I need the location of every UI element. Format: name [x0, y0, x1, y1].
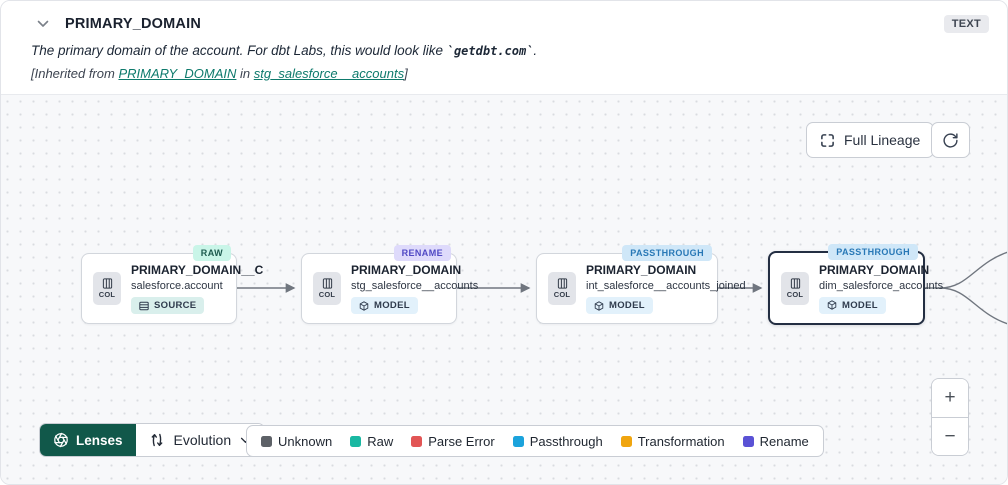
resource-label: MODEL — [374, 300, 410, 311]
legend-swatch — [350, 435, 362, 447]
zoom-in-button[interactable]: + — [932, 379, 968, 417]
node-column-name: PRIMARY_DOMAIN — [586, 263, 697, 277]
aperture-icon — [54, 432, 68, 448]
description-text: The primary domain of the account. For d… — [31, 43, 447, 58]
lens-dropdown[interactable]: Evolution — [135, 424, 265, 456]
description-code: `getdbt.com` — [446, 44, 534, 58]
resource-label: SOURCE — [154, 300, 197, 311]
column-chip: COL — [313, 272, 341, 305]
column-chip: COL — [781, 271, 809, 305]
legend-item-unknown: Unknown — [261, 434, 332, 449]
lens-badge-passthrough: PASSTHROUGH — [828, 244, 918, 260]
lineage-node-dim-salesforce-accounts[interactable]: PASSTHROUGH COL PRIMARY_DOMAIN dim_sales… — [768, 244, 943, 325]
legend-swatch — [261, 435, 272, 447]
inherited-column-link[interactable]: PRIMARY_DOMAIN — [118, 66, 237, 81]
node-column-name: PRIMARY_DOMAIN — [351, 263, 462, 277]
header: PRIMARY_DOMAIN TEXT The primary domain o… — [1, 1, 1007, 94]
column-icon — [102, 278, 112, 289]
model-icon — [594, 300, 604, 311]
node-model-name: dim_salesforce_accounts — [819, 279, 944, 292]
resource-label: MODEL — [609, 300, 645, 311]
column-icon — [557, 278, 567, 289]
column-chip-label: COL — [98, 290, 116, 299]
source-icon — [139, 301, 149, 310]
inherited-prefix: [Inherited from — [31, 66, 119, 81]
lineage-canvas[interactable]: Full Lineage RAW COL PRIMARY_DOMAIN__C s… — [1, 94, 1007, 484]
legend-item-passthrough: Passthrough — [512, 434, 603, 449]
column-type-badge: TEXT — [943, 15, 989, 33]
lineage-node-int-salesforce-accounts-joined[interactable]: PASSTHROUGH COL PRIMARY_DOMAIN int_sales… — [536, 245, 746, 324]
column-chip: COL — [548, 272, 576, 305]
resource-badge-model: MODEL — [819, 296, 886, 314]
inherited-middle: in — [236, 66, 254, 81]
lens-legend: Unknown Raw Parse Error Passthrough Tran… — [246, 425, 824, 457]
lens-badge-raw: RAW — [192, 245, 231, 261]
legend-item-rename: Rename — [742, 434, 809, 449]
legend-swatch — [620, 435, 632, 447]
zoom-out-button[interactable]: − — [932, 417, 968, 455]
resource-badge-source: SOURCE — [131, 297, 205, 314]
resource-badge-model: MODEL — [351, 297, 418, 314]
refresh-icon — [943, 132, 958, 148]
column-chip-label: COL — [786, 289, 804, 299]
resource-label: MODEL — [842, 299, 878, 311]
legend-swatch — [512, 435, 524, 447]
column-title: PRIMARY_DOMAIN — [65, 16, 201, 32]
lens-badge-passthrough: PASSTHROUGH — [622, 245, 712, 261]
description-suffix: . — [533, 43, 538, 58]
legend-swatch — [742, 435, 754, 447]
evolution-icon — [151, 433, 162, 447]
column-description: The primary domain of the account. For d… — [31, 43, 989, 58]
node-model-name: int_salesforce__accounts_joined — [586, 280, 746, 292]
lenses-button[interactable]: Lenses — [40, 424, 136, 456]
legend-item-raw: Raw — [350, 434, 393, 449]
inherited-suffix: ] — [404, 66, 408, 81]
lineage-node-salesforce-account[interactable]: RAW COL PRIMARY_DOMAIN__C salesforce.acc… — [81, 245, 263, 324]
lens-dropdown-value: Evolution — [173, 432, 232, 448]
legend-item-parse-error: Parse Error — [411, 434, 495, 449]
legend-item-transformation: Transformation — [620, 434, 725, 449]
lineage-node-stg-salesforce-accounts[interactable]: RENAME COL PRIMARY_DOMAIN stg_salesforce… — [301, 245, 478, 324]
column-chip: COL — [93, 272, 121, 305]
model-icon — [827, 300, 837, 310]
inherited-model-link[interactable]: stg_salesforce__accounts — [253, 66, 405, 81]
node-column-name: PRIMARY_DOMAIN — [819, 262, 930, 277]
full-lineage-button[interactable]: Full Lineage — [806, 122, 935, 158]
node-model-name: stg_salesforce__accounts — [351, 280, 479, 292]
zoom-controls: + − — [931, 378, 969, 456]
collapse-chevron-icon[interactable] — [33, 14, 53, 34]
lenses-label: Lenses — [76, 432, 123, 448]
legend-swatch — [411, 435, 423, 447]
node-column-name: PRIMARY_DOMAIN__C — [131, 263, 264, 277]
resource-badge-model: MODEL — [586, 297, 653, 314]
lenses-control: Lenses Evolution — [39, 423, 266, 457]
full-lineage-label: Full Lineage — [844, 132, 921, 148]
inherited-note: [Inherited from PRIMARY_DOMAIN in stg_sa… — [31, 66, 989, 81]
refresh-button[interactable] — [931, 122, 970, 158]
expand-icon — [821, 133, 834, 147]
column-chip-label: COL — [553, 290, 571, 299]
node-model-name: salesforce.account — [131, 280, 223, 292]
column-icon — [322, 278, 332, 289]
lens-badge-rename: RENAME — [393, 245, 451, 261]
column-icon — [790, 277, 800, 289]
model-icon — [359, 300, 369, 311]
column-chip-label: COL — [318, 290, 336, 299]
